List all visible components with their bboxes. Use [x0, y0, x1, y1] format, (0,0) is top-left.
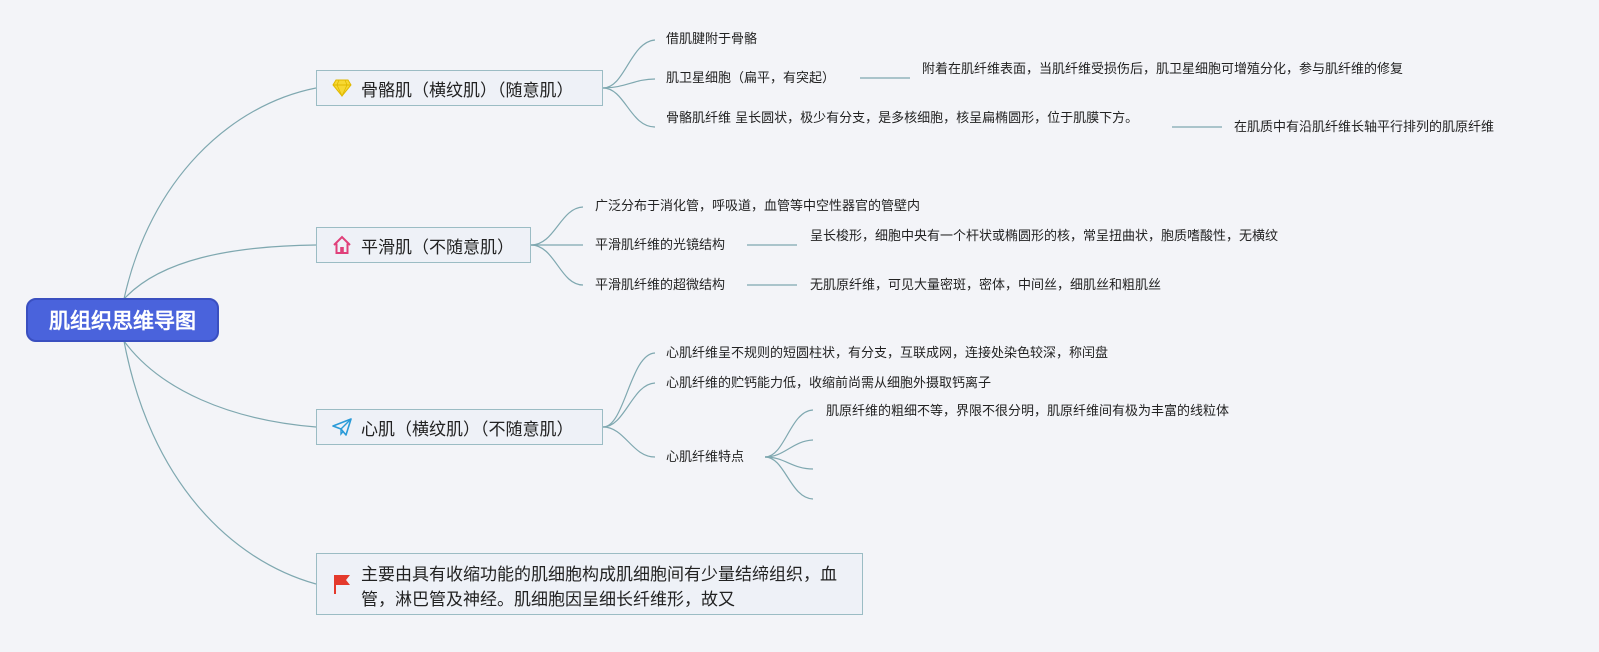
branch-label: 平滑肌（不随意肌） — [361, 237, 514, 258]
branch-cardiac[interactable]: 心肌（横纹肌）（不随意肌） — [316, 409, 603, 445]
edge-skeletal-2 — [602, 78, 656, 89]
cardiac-child-3-detail-1[interactable]: 肌原纤维的粗细不等，界限不很分明，肌原纤维间有极为丰富的线粒体 — [826, 404, 1230, 419]
branch-skeletal[interactable]: 骨骼肌（横纹肌）（随意肌） — [316, 70, 603, 106]
house-icon — [331, 234, 353, 256]
smooth-child-2-detail[interactable]: 呈长梭形，细胞中央有一个杆状或椭圆形的核，常呈扭曲状，胞质嗜酸性，无横纹 — [810, 229, 1279, 244]
skeletal-child-3[interactable]: 骨骼肌纤维 呈长圆状，极少有分支，是多核细胞，核呈扁椭圆形，位于肌膜下方。 — [666, 111, 1139, 126]
root-label: 肌组织思维导图 — [49, 309, 196, 333]
root-node[interactable]: 肌组织思维导图 — [26, 298, 219, 342]
edge-cardiac-3 — [602, 426, 656, 458]
cardiac-child-1[interactable]: 心肌纤维呈不规则的短圆柱状，有分支，互联成网，连接处染色较深，称闰盘 — [666, 346, 1109, 361]
summary-label: 主要由具有收缩功能的肌细胞构成肌细胞间有少量结缔组织，血管，淋巴管及神经。肌细胞… — [361, 565, 837, 610]
edge-skeletal-3 — [602, 87, 656, 128]
paper-plane-icon — [331, 416, 353, 438]
branch-smooth[interactable]: 平滑肌（不随意肌） — [316, 227, 531, 263]
edge-root-summary — [123, 340, 317, 585]
edge-root-smooth — [123, 244, 317, 300]
edge-root-skeletal — [123, 87, 317, 300]
smooth-child-1[interactable]: 广泛分布于消化管，呼吸道，血管等中空性器官的管壁内 — [595, 199, 921, 214]
edge-cardiac-3-detail-2 — [764, 439, 814, 458]
edge-skeletal-1 — [602, 39, 656, 89]
edge-cardiac-1 — [602, 352, 656, 428]
cardiac-child-2[interactable]: 心肌纤维的贮钙能力低，收缩前尚需从细胞外摄取钙离子 — [666, 376, 992, 391]
skeletal-child-2[interactable]: 肌卫星细胞（扁平，有突起） — [666, 71, 836, 86]
edge-cardiac-3-detail-1 — [764, 409, 814, 458]
cardiac-child-3[interactable]: 心肌纤维特点 — [666, 450, 745, 465]
skeletal-child-2-detail[interactable]: 附着在肌纤维表面，当肌纤维受损伤后，肌卫星细胞可增殖分化，参与肌纤维的修复 — [922, 62, 1404, 77]
flag-icon — [331, 573, 353, 595]
edge-smooth-1 — [530, 206, 584, 246]
edge-cardiac-2 — [602, 382, 656, 428]
branch-label: 骨骼肌（横纹肌）（随意肌） — [361, 80, 574, 101]
skeletal-child-1[interactable]: 借肌腱附于骨骼 — [666, 32, 758, 47]
smooth-child-3[interactable]: 平滑肌纤维的超微结构 — [595, 278, 726, 293]
diamond-icon — [331, 77, 353, 99]
edge-root-cardiac — [123, 340, 317, 428]
skeletal-child-3-detail[interactable]: 在肌质中有沿肌纤维长轴平行排列的肌原纤维 — [1234, 120, 1495, 135]
branch-label: 心肌（横纹肌）（不随意肌） — [361, 419, 574, 440]
edge-cardiac-3-detail-4 — [764, 456, 814, 500]
edge-smooth-3 — [530, 244, 584, 286]
smooth-child-2[interactable]: 平滑肌纤维的光镜结构 — [595, 238, 726, 253]
smooth-child-3-detail[interactable]: 无肌原纤维，可见大量密斑，密体，中间丝，细肌丝和粗肌丝 — [810, 278, 1162, 293]
branch-summary[interactable]: 主要由具有收缩功能的肌细胞构成肌细胞间有少量结缔组织，血管，淋巴管及神经。肌细胞… — [316, 553, 863, 615]
